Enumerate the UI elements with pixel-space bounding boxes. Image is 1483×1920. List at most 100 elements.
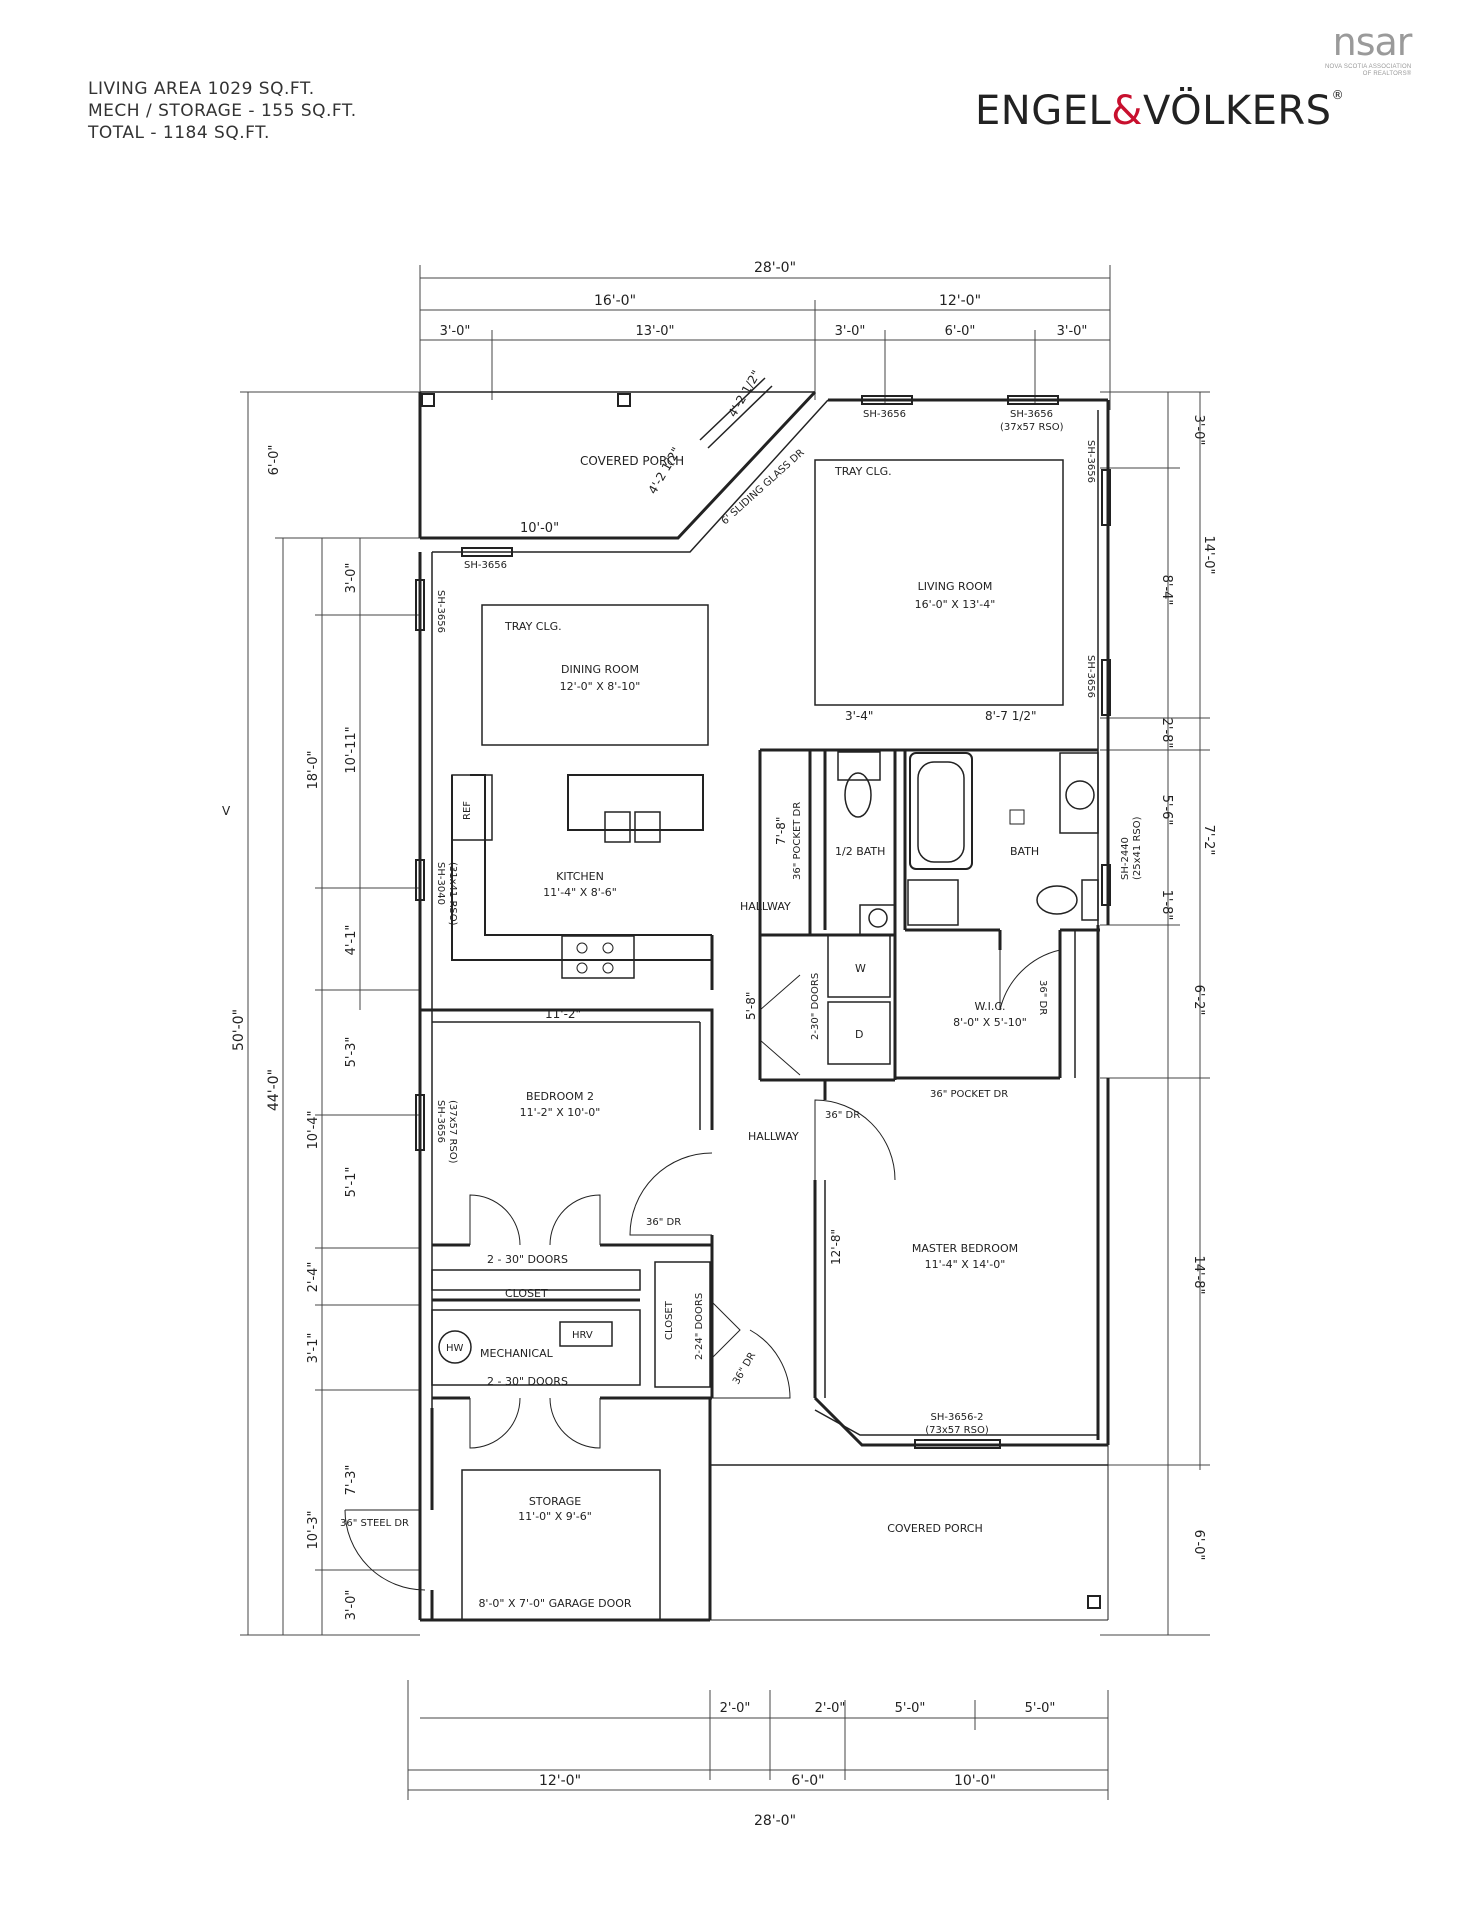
- window-top2-label: SH-3656: [1010, 409, 1053, 420]
- garage-door-label: 8'-0" X 7'-0" GARAGE DOOR: [478, 1597, 631, 1610]
- pocket-half-label: 36" POCKET DR: [792, 802, 803, 880]
- dim-bottom-a: 12'-0": [539, 1773, 581, 1789]
- bed2-closet-doors-label: 2 - 30" DOORS: [487, 1253, 568, 1266]
- dim-left-73: 7'-3": [344, 1465, 359, 1496]
- brand-logo: ENGEL&VÖLKERS®: [975, 88, 1344, 134]
- dim-porch-10: 10'-0": [520, 521, 559, 536]
- dr-bed2-label: 36" DR: [646, 1217, 681, 1228]
- dim-left-24: 2'-4": [306, 1262, 321, 1293]
- living-room-dims: 16'-0" X 13'-4": [915, 598, 996, 611]
- window-bath-rso: (25x41 RSO): [1132, 816, 1143, 880]
- ref-label: REF: [462, 801, 473, 820]
- dryer-label: D: [855, 1028, 863, 1041]
- total-area-line: TOTAL - 1184 SQ.FT.: [88, 123, 270, 143]
- dim-bottom-g: 5'-0": [1025, 1701, 1056, 1716]
- dim-left-51: 5'-1": [344, 1167, 359, 1198]
- dim-right-148: 14'-8": [1191, 1255, 1206, 1294]
- bath-label: BATH: [1010, 845, 1039, 858]
- mech-doors-label: 2 - 30" DOORS: [487, 1375, 568, 1388]
- half-bath-label: 1/2 BATH: [835, 845, 885, 858]
- tray-clg-living-label: TRAY CLG.: [834, 465, 892, 478]
- dim-left-porch: 6'-0": [267, 445, 282, 476]
- living-area-line: LIVING AREA 1029 SQ.FT.: [88, 79, 315, 99]
- covered-porch-top-label: COVERED PORCH: [580, 454, 684, 468]
- dim-half-78: 7'-8": [774, 817, 788, 845]
- closet-label: CLOSET: [505, 1287, 548, 1300]
- window-bath-label: SH-2440: [1120, 837, 1131, 880]
- window-master-label: SH-3656-2: [931, 1412, 984, 1423]
- dim-right-56: 5'-6": [1159, 795, 1174, 826]
- steel-door-label: 36" STEEL DR: [340, 1518, 409, 1529]
- interior-walls: [420, 459, 1100, 1621]
- dim-left-104: 10'-4": [306, 1110, 321, 1149]
- dim-master-128: 12'-8": [829, 1229, 843, 1265]
- dim-right-14: 14'-0": [1201, 535, 1216, 574]
- exterior-walls: [418, 390, 1110, 1622]
- master-bedroom-dims: 11'-4" X 14'-0": [925, 1258, 1006, 1271]
- window-dining-left-label: SH-3656: [435, 590, 446, 633]
- living-room-label: LIVING ROOM: [918, 580, 993, 593]
- dim-top-e: 3'-0": [1057, 324, 1088, 339]
- dim-right-28: 2'-8": [1159, 718, 1174, 749]
- dim-top-left: 16'-0": [594, 293, 636, 309]
- dim-top-right: 12'-0": [939, 293, 981, 309]
- dim-right-60: 6'-0": [1191, 1530, 1206, 1561]
- master-bedroom-label: MASTER BEDROOM: [912, 1242, 1018, 1255]
- assoc-line2: OF REALTORS®: [1362, 71, 1412, 77]
- dim-bottom-d: 2'-0": [720, 1701, 751, 1716]
- dim-left-30: 3'-0": [344, 1590, 359, 1621]
- dim-left-53: 5'-3": [344, 1037, 359, 1068]
- dim-left-41: 4'-1": [344, 925, 359, 956]
- dim-bottom-c: 10'-0": [954, 1773, 996, 1789]
- dim-left-31: 3'-1": [306, 1333, 321, 1364]
- dim-right-18: 1'-8": [1159, 890, 1174, 921]
- dim-laundry-58: 5'-8": [744, 992, 758, 1020]
- kitchen-label: KITCHEN: [556, 870, 604, 883]
- dim-right-72: 7'-2": [1201, 825, 1216, 856]
- assoc-logo: nsar NOVA SCOTIA ASSOCIATION OF REALTORS…: [1325, 20, 1412, 78]
- window-master-rso: (73x57 RSO): [925, 1425, 989, 1436]
- laundry-doors-label: 2-30" DOORS: [810, 973, 821, 1040]
- dim-bed2-112: 11'-2": [545, 1007, 581, 1021]
- sliding-door-label: 6' SLIDING GLASS DR: [720, 447, 807, 527]
- wic-label: W.I.C.: [974, 1000, 1005, 1013]
- dim-left-total: 50'-0": [231, 1009, 247, 1051]
- kitchen-dims: 11'-4" X 8'-6": [543, 886, 617, 899]
- dim-top-total: 28'-0": [754, 260, 796, 276]
- dim-angle-a: 4'-2 1/2": [645, 445, 683, 497]
- bedroom2-dims: 11'-2" X 10'-0": [520, 1106, 601, 1119]
- window-right1-label: SH-3656: [1085, 440, 1096, 483]
- window-kitchen-label: SH-3040: [435, 862, 446, 905]
- window-right2-label: SH-3656: [1085, 655, 1096, 698]
- dim-right-30: 3'-0": [1191, 415, 1206, 446]
- pocket-wic-label: 36" POCKET DR: [930, 1089, 1008, 1100]
- dim-bottom-total: 28'-0": [754, 1813, 796, 1829]
- washer-label: W: [855, 962, 866, 975]
- dim-left-44: 44'-0": [266, 1069, 282, 1111]
- dim-right-84: 8'-4": [1159, 575, 1174, 606]
- dim-tick-v: V: [222, 804, 231, 818]
- hallway-lower-label: HALLWAY: [748, 1130, 799, 1143]
- tray-clg-dining-label: TRAY CLG.: [504, 620, 562, 633]
- mech-storage-line: MECH / STORAGE - 155 SQ.FT.: [88, 101, 357, 121]
- dim-bottom-b: 6'-0": [791, 1773, 824, 1789]
- window-kitchen-rso: (31x41 RSO): [447, 862, 458, 926]
- window-bed2-rso: (37x57 RSO): [447, 1100, 458, 1164]
- brand-reg: ®: [1331, 88, 1345, 102]
- dim-hall-87: 8'-7 1/2": [985, 709, 1037, 723]
- dim-left-18: 18'-0": [306, 750, 321, 789]
- dr-bath-label: 36" DR: [1037, 980, 1048, 1015]
- window-top1-label: SH-3656: [863, 409, 906, 420]
- dim-left-103: 10'-3": [306, 1510, 321, 1549]
- dr-closet-label: 36" DR: [731, 1351, 758, 1387]
- dining-room-label: DINING ROOM: [561, 663, 639, 676]
- dim-top-b: 13'-0": [635, 324, 674, 339]
- window-labels: SH-3656 SH-3656 (37x57 RSO) SH-3656 SH-3…: [435, 409, 1143, 1436]
- dim-top-d: 6'-0": [945, 324, 976, 339]
- door-swings: [344, 930, 1061, 1591]
- window-dining-top-label: SH-3656: [464, 560, 507, 571]
- wic-dims: 8'-0" X 5'-10": [953, 1016, 1027, 1029]
- dining-room-dims: 12'-0" X 8'-10": [560, 680, 641, 693]
- hall-closet-doors-label: 2-24" DOORS: [694, 1293, 705, 1360]
